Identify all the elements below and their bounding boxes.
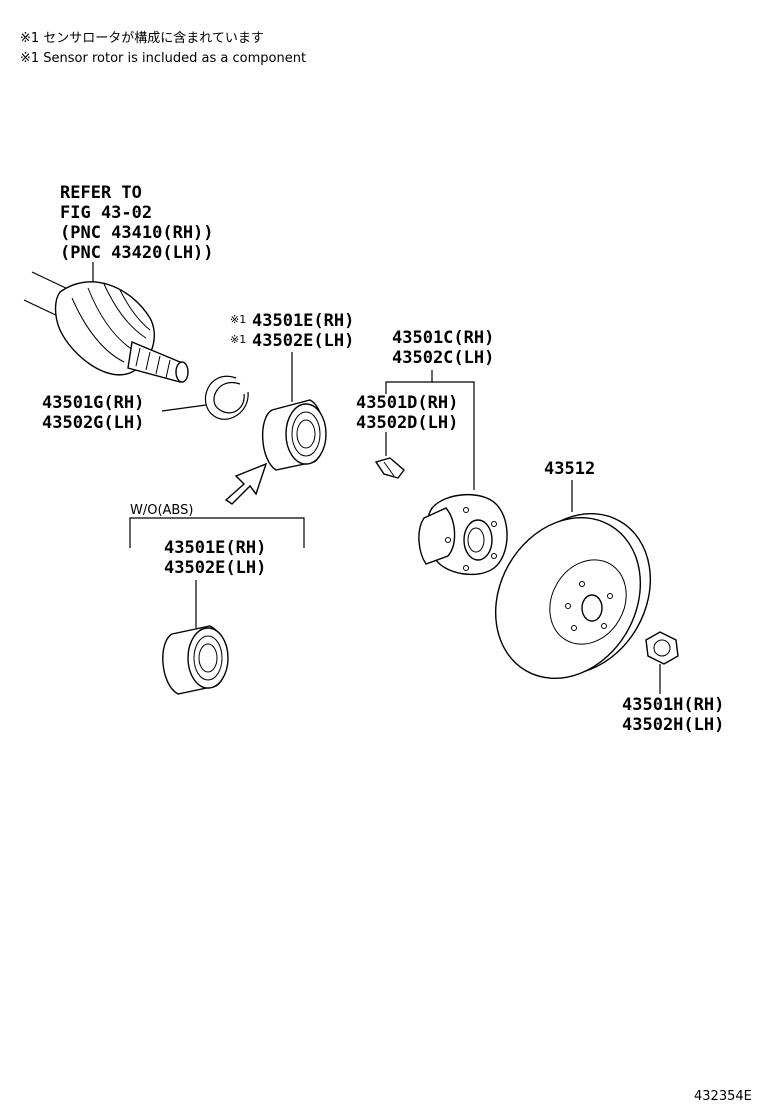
snap-ring-drawing: [204, 375, 249, 420]
brake-rotor-drawing: [494, 513, 652, 679]
abs-bearing-lh-label: 43502E(LH): [252, 331, 354, 351]
refer-line-3: (PNC 43410(RH)): [60, 223, 214, 243]
hub-nut-drawing: [645, 631, 679, 665]
figure-code: 432354E: [694, 1089, 752, 1104]
abs-bearing-mark-1: ※1: [230, 313, 246, 326]
hub-bolt-drawing: [374, 457, 405, 479]
hub-nut-rh-label: 43501H(RH): [622, 695, 724, 715]
without-abs-label: W/O(ABS): [130, 503, 193, 518]
snap-ring-leader: [161, 404, 207, 412]
refer-line-2: FIG 43-02: [60, 203, 152, 223]
hub-rh-label: 43501C(RH): [392, 328, 494, 348]
bearing-drawing: [162, 625, 229, 695]
abs-bearing-mark-2: ※1: [230, 333, 246, 346]
note-english: ※1 Sensor rotor is included as a compone…: [20, 51, 306, 66]
bearing-lh-label: 43502E(LH): [164, 558, 266, 578]
refer-line-4: (PNC 43420(LH)): [60, 243, 214, 263]
note-japanese: ※1 センサロータが構成に含まれています: [20, 30, 264, 46]
drive-shaft-drawing: [23, 271, 189, 383]
without-abs-bracket: [129, 517, 305, 548]
hub-bolt-lh-label: 43502D(LH): [356, 413, 458, 433]
direction-arrow-icon: [224, 462, 268, 505]
hub-bracket-left: [385, 370, 433, 394]
hub-nut-lh-label: 43502H(LH): [622, 715, 724, 735]
bearing-rh-label: 43501E(RH): [164, 538, 266, 558]
rotor-label: 43512: [544, 459, 595, 479]
refer-line-1: REFER TO: [60, 183, 142, 203]
hub-lh-label: 43502C(LH): [392, 348, 494, 368]
hub-bracket-right: [432, 381, 475, 490]
hub-bolt-rh-label: 43501D(RH): [356, 393, 458, 413]
abs-bearing-rh-label: 43501E(RH): [252, 311, 354, 331]
snap-ring-lh-label: 43502G(LH): [42, 413, 144, 433]
abs-bearing-drawing: [261, 399, 327, 471]
hub-drawing: [418, 493, 508, 576]
snap-ring-rh-label: 43501G(RH): [42, 393, 144, 413]
